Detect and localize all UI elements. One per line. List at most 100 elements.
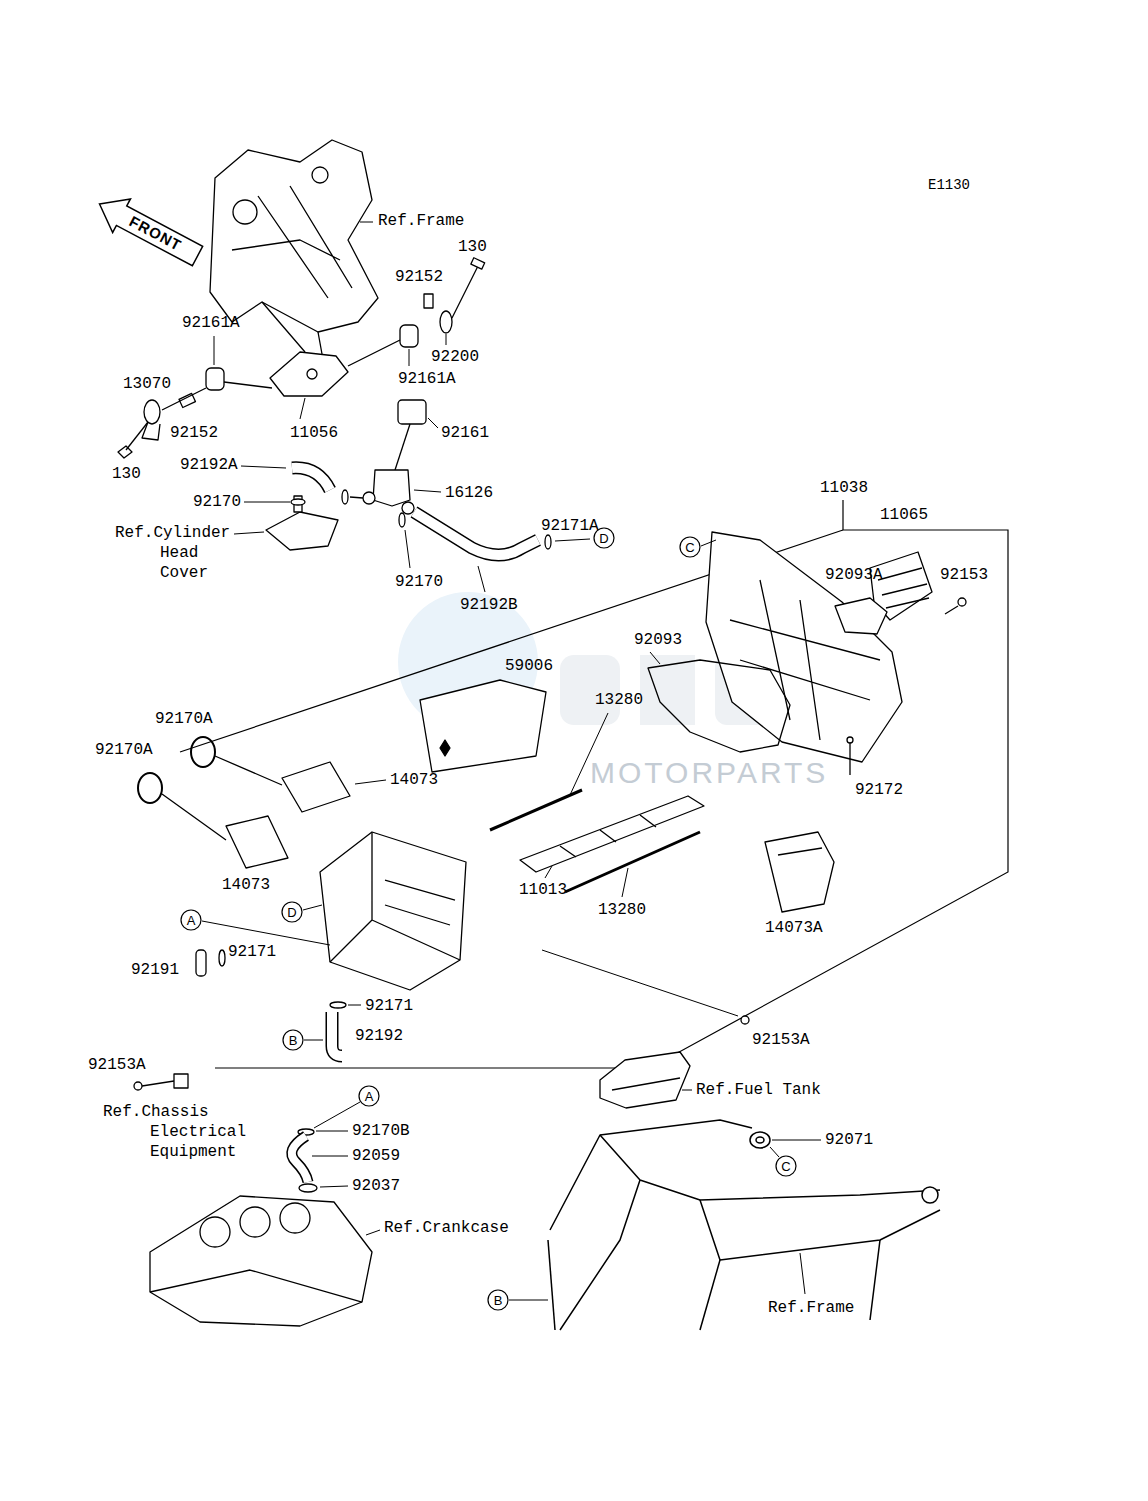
air-filter [560, 815, 656, 857]
frame-illustration [312, 167, 328, 183]
frame-illustration [402, 502, 414, 514]
node-text: D [599, 531, 608, 546]
part-number: 92172 [855, 780, 903, 800]
air-cleaner-cover [847, 737, 853, 743]
frame-illustration [440, 311, 452, 333]
part-number: 16126 [445, 483, 493, 503]
part-number: 13280 [598, 900, 646, 920]
air-cleaner-housing [282, 762, 350, 812]
frame-illustration [373, 470, 410, 506]
air-cleaner-housing [191, 737, 215, 767]
lower-frame-illustration [870, 1240, 880, 1320]
part-number: 92093 [634, 630, 682, 650]
circle-outline [181, 910, 201, 930]
frame-illustration [233, 200, 257, 224]
frame-illustration [126, 422, 148, 450]
part-number: 92192A [180, 455, 238, 475]
drawing-code: E1130 [928, 175, 970, 195]
air-cleaner-housing [174, 1074, 188, 1088]
frame-illustration [399, 513, 405, 527]
part-number: 92152 [170, 423, 218, 443]
node-text: C [781, 1159, 790, 1174]
reference-circle: B [282, 1029, 304, 1051]
air-cleaner-cover [835, 598, 887, 634]
part-number: 92161A [398, 369, 456, 389]
part-number: 11013 [519, 880, 567, 900]
air-cleaner-housing [332, 1012, 342, 1056]
air-cleaner-cover [849, 743, 850, 775]
air-cleaner-housing [741, 1016, 749, 1024]
part-number: 92161 [441, 423, 489, 443]
air-cleaner-cover [958, 598, 966, 606]
arrow-outline [90, 187, 206, 273]
air-cleaner-cover [648, 660, 790, 752]
air-filter [765, 832, 834, 912]
lower-frame-illustration [750, 1132, 770, 1148]
air-cleaner-housing [142, 1081, 174, 1086]
frame-illustration [414, 512, 538, 555]
reference-circle: A [180, 909, 202, 931]
assembly-outline [180, 500, 1008, 1068]
frame-illustration [266, 512, 338, 550]
air-cleaner-cover [440, 740, 450, 756]
frame-illustration [395, 424, 410, 470]
frame-illustration [363, 492, 375, 504]
frame-illustration [348, 340, 400, 366]
circle-outline [359, 1086, 379, 1106]
air-cleaner-housing [226, 816, 288, 868]
part-number: 92171 [228, 942, 276, 962]
frame-illustration [162, 382, 272, 410]
part-number: 14073 [222, 875, 270, 895]
lower-frame-illustration [922, 1187, 938, 1203]
circle-outline [680, 537, 700, 557]
assembly-outline [215, 500, 1008, 1068]
reference-note: Ref.Frame [768, 1298, 854, 1318]
crankcase-illustration [280, 1203, 310, 1233]
reference-circle: B [487, 1289, 509, 1311]
air-cleaner-housing [320, 832, 466, 990]
part-number: 92170A [95, 740, 153, 760]
air-cleaner-housing [134, 1082, 142, 1090]
part-number: 92192 [355, 1026, 403, 1046]
frame-illustration [292, 468, 330, 490]
part-number: 92059 [352, 1146, 400, 1166]
air-cleaner-housing [196, 950, 206, 976]
part-number: 92170A [155, 709, 213, 729]
frame-illustration [398, 400, 426, 424]
lower-frame-illustration [600, 1135, 940, 1200]
air-cleaner-cover [706, 532, 902, 762]
frame-illustration [291, 499, 305, 505]
reference-note: Ref.Crankcase [384, 1218, 509, 1238]
part-number: 11065 [880, 505, 928, 525]
lower-frame-illustration [550, 1120, 752, 1230]
air-cleaner-housing [219, 950, 225, 966]
lower-frame-illustration [560, 1180, 640, 1330]
watermark-logo [560, 655, 620, 725]
frame-illustration [424, 294, 433, 308]
reference-circle: C [679, 536, 701, 558]
air-cleaner-housing [134, 737, 749, 1108]
node-text: D [287, 905, 296, 920]
reference-note: Ref.Chassis Electrical Equipment [103, 1102, 250, 1162]
watermark: MOTORPARTS [590, 756, 828, 790]
crankcase-illustration [240, 1207, 270, 1237]
direction-arrow: FRONT [89, 186, 208, 274]
frame-illustration [350, 497, 363, 498]
frame-illustration [118, 446, 132, 458]
frame-illustration [307, 369, 317, 379]
frame-illustration [342, 490, 348, 504]
lower-frame-illustration [756, 1137, 764, 1143]
frame-illustration [142, 422, 160, 440]
frame-illustration [471, 258, 485, 269]
circle-outline [488, 1290, 508, 1310]
frame-illustration [232, 186, 352, 298]
crankcase-illustration [150, 1270, 362, 1302]
frame-illustration [452, 266, 478, 318]
frame-illustration [210, 140, 378, 332]
air-cleaner-housing [330, 1002, 346, 1008]
frame-illustration [270, 352, 348, 396]
node-text: C [685, 540, 694, 555]
circle-outline [594, 528, 614, 548]
node-text: B [494, 1293, 503, 1308]
